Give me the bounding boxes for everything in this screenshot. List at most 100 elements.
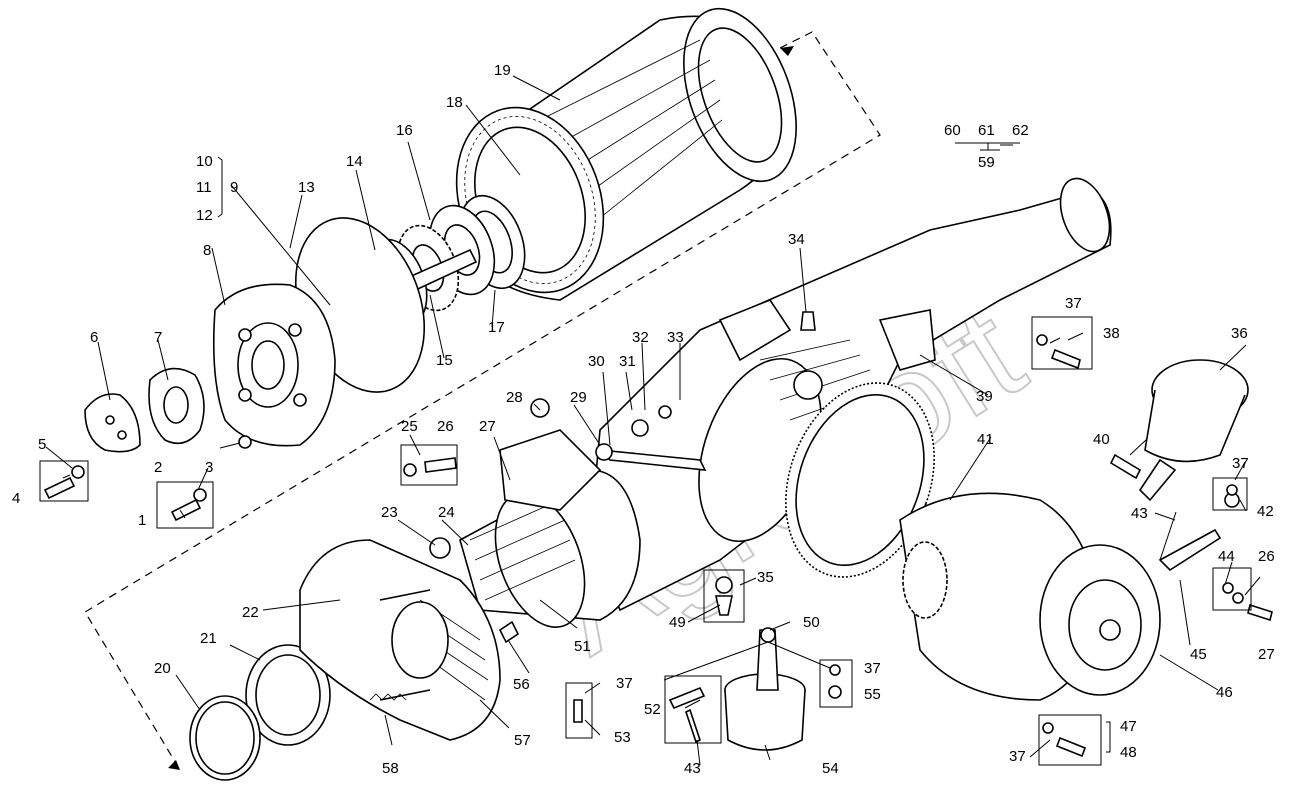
callout-10: 10 bbox=[196, 153, 213, 170]
callout-34: 34 bbox=[788, 231, 805, 248]
callout-49: 49 bbox=[669, 614, 686, 631]
part-bolt-38 bbox=[1036, 334, 1081, 370]
callout-50: 50 bbox=[803, 614, 820, 631]
callout-37e: 37 bbox=[1009, 748, 1026, 765]
part-brake-shoes bbox=[299, 539, 501, 741]
part-yoke-27 bbox=[499, 429, 602, 511]
callout-16: 16 bbox=[396, 122, 413, 139]
part-bolt-1 bbox=[170, 488, 207, 522]
callout-52: 52 bbox=[644, 701, 661, 718]
callout-8: 8 bbox=[203, 242, 211, 259]
callout-25: 25 bbox=[401, 418, 418, 435]
callout-boxes bbox=[39, 316, 1252, 766]
arrowhead-bottom bbox=[168, 760, 180, 770]
part-bolt-53 bbox=[573, 699, 583, 723]
part-bolt-4 bbox=[43, 465, 85, 500]
part-breather-34 bbox=[800, 311, 816, 331]
part-nut-23 bbox=[429, 537, 451, 559]
part-pin-52 bbox=[668, 686, 706, 710]
part-ring-20-inner bbox=[195, 701, 255, 775]
callout-59: 59 bbox=[978, 154, 995, 171]
callout-61: 61 bbox=[978, 122, 995, 139]
part-spring-58 bbox=[369, 693, 407, 701]
callout-7: 7 bbox=[154, 329, 162, 346]
part-drain-plug-35 bbox=[715, 576, 733, 616]
callout-37c: 37 bbox=[616, 675, 633, 692]
callout-20: 20 bbox=[154, 660, 171, 677]
callout-28: 28 bbox=[506, 389, 523, 406]
callout-15: 15 bbox=[436, 352, 453, 369]
callout-11: 11 bbox=[196, 179, 212, 196]
callout-54: 54 bbox=[822, 760, 839, 777]
arrowhead-top bbox=[780, 46, 794, 56]
part-wheel-hub bbox=[459, 469, 641, 628]
callout-18: 18 bbox=[446, 94, 463, 111]
part-pin-40 bbox=[1109, 453, 1142, 480]
callout-45: 45 bbox=[1190, 646, 1207, 663]
callout-26b: 26 bbox=[1258, 548, 1275, 565]
part-nut-55 bbox=[828, 664, 842, 699]
callout-9: 9 bbox=[230, 179, 238, 196]
callout-31: 31 bbox=[619, 353, 636, 370]
part-hub-flange bbox=[212, 283, 336, 447]
callout-5: 5 bbox=[38, 436, 46, 453]
callout-60: 60 bbox=[944, 122, 961, 139]
callout-43a: 43 bbox=[1131, 505, 1148, 522]
callout-39: 39 bbox=[976, 388, 993, 405]
callout-62: 62 bbox=[1012, 122, 1029, 139]
part-cotter-43 bbox=[685, 708, 701, 744]
part-breather-28 bbox=[530, 398, 550, 418]
callout-40: 40 bbox=[1093, 431, 1110, 448]
callout-38: 38 bbox=[1103, 325, 1120, 342]
callout-26a: 26 bbox=[437, 418, 454, 435]
callout-46: 46 bbox=[1216, 684, 1233, 701]
callout-36: 36 bbox=[1231, 325, 1248, 342]
callout-47: 47 bbox=[1120, 718, 1137, 735]
callout-14: 14 bbox=[346, 153, 363, 170]
callout-53: 53 bbox=[614, 729, 631, 746]
part-bolt-48 bbox=[1042, 722, 1087, 758]
part-nut-42 bbox=[1224, 484, 1240, 508]
callout-3: 3 bbox=[205, 459, 213, 476]
callout-27a: 27 bbox=[479, 418, 496, 435]
part-gasket bbox=[148, 367, 205, 445]
callout-48: 48 bbox=[1120, 744, 1137, 761]
callout-30: 30 bbox=[588, 353, 605, 370]
callout-23: 23 bbox=[381, 504, 398, 521]
callout-17: 17 bbox=[488, 319, 505, 336]
callout-37a: 37 bbox=[1065, 295, 1082, 312]
part-washer-3 bbox=[238, 435, 252, 449]
callout-24: 24 bbox=[438, 504, 455, 521]
callout-27b: 27 bbox=[1258, 646, 1275, 663]
callout-29: 29 bbox=[570, 389, 587, 406]
callout-2: 2 bbox=[154, 459, 162, 476]
callout-37b: 37 bbox=[1232, 455, 1249, 472]
callout-1: 1 bbox=[138, 512, 146, 529]
part-pin-56 bbox=[498, 620, 520, 644]
callout-33: 33 bbox=[667, 329, 684, 346]
assembly-dashed-line bbox=[84, 31, 881, 771]
callout-13: 13 bbox=[298, 179, 315, 196]
part-brake-drum bbox=[245, 644, 331, 746]
callout-32: 32 bbox=[632, 329, 649, 346]
part-lock-plate-45 bbox=[1158, 528, 1222, 572]
callout-35: 35 bbox=[757, 569, 774, 586]
callout-58: 58 bbox=[382, 760, 399, 777]
callout-41: 41 bbox=[977, 431, 994, 448]
callout-43b: 43 bbox=[684, 760, 701, 777]
callout-12: 12 bbox=[196, 207, 213, 224]
callout-21: 21 bbox=[200, 630, 217, 647]
part-bolt-26a bbox=[403, 457, 457, 477]
callout-51: 51 bbox=[574, 638, 591, 655]
part-differential-assembly bbox=[899, 492, 1161, 701]
callout-labels: 1 2 3 4 5 6 7 8 9 10 11 12 13 14 15 16 1… bbox=[12, 62, 1275, 777]
callout-37d: 37 bbox=[864, 660, 881, 677]
callout-4: 4 bbox=[12, 490, 20, 507]
callout-42: 42 bbox=[1257, 503, 1274, 520]
leader-lines bbox=[45, 75, 1261, 766]
callout-6: 6 bbox=[90, 329, 98, 346]
part-lever-29 bbox=[595, 405, 707, 471]
part-brake-chamber bbox=[1138, 359, 1249, 502]
